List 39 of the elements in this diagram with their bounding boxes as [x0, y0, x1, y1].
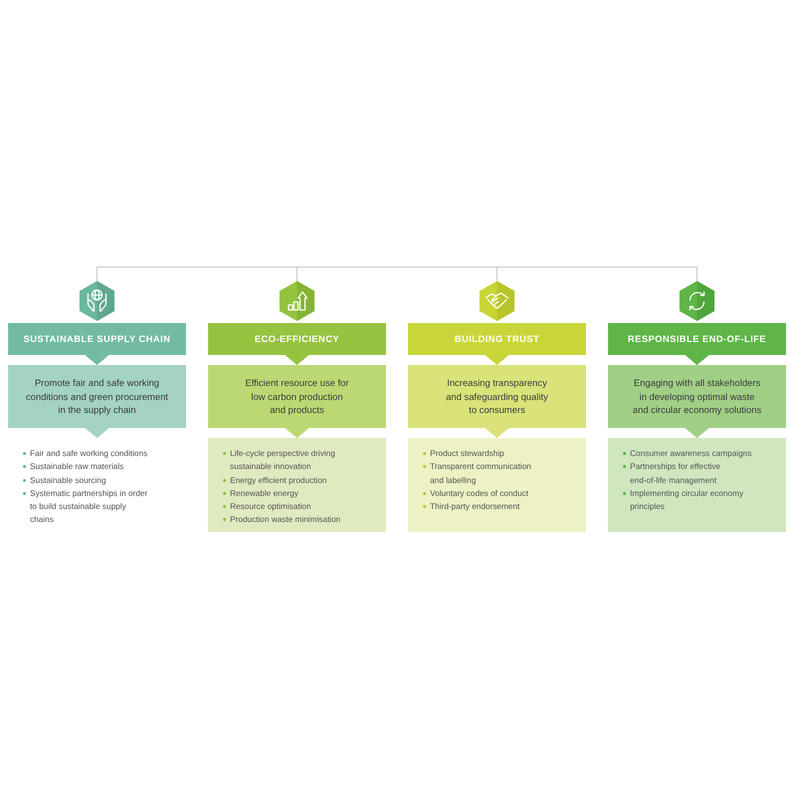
- bullet-text: Voluntary codes of conduct: [430, 488, 528, 500]
- pointer-arrow: [85, 354, 109, 366]
- bullet-text: Consumer awareness campaigns: [630, 448, 752, 460]
- section-header: SUSTAINABLE SUPPLY CHAIN: [8, 323, 186, 355]
- handshake-icon: [479, 281, 515, 321]
- bullet-text: Production waste minimisation: [230, 514, 341, 526]
- connector-line: [296, 266, 498, 282]
- bullet-text: Systematic partnerships in order to build sustainable supply chains: [30, 488, 148, 526]
- bullet-text: Fair and safe working conditions: [30, 448, 148, 460]
- bullet-text: Energy efficient production: [230, 474, 327, 487]
- bullet-text: Resource optimisation: [230, 501, 312, 514]
- pointer-arrow: [485, 354, 509, 366]
- bullet-text: Renewable energy: [230, 488, 298, 500]
- connector-line: [96, 266, 298, 282]
- pointer-arrow: [85, 428, 109, 438]
- pointer-arrow: [285, 428, 309, 438]
- circular-arrows-icon: [679, 281, 715, 321]
- bullet-list-panel: [208, 438, 386, 532]
- section-header: BUILDING TRUST: [408, 323, 586, 355]
- connector-line: [496, 266, 698, 282]
- description-panel: Engaging with all stakeholders in developing optimal waste and circular economy solutions: [608, 365, 786, 428]
- bullet-text: Implementing circular economy principles: [630, 488, 744, 514]
- pointer-arrow: [685, 354, 709, 366]
- bullet-list-panel: [408, 438, 586, 532]
- hands-globe-icon: [79, 281, 115, 321]
- pointer-arrow: [285, 354, 309, 366]
- bullet-text: Sustainable sourcing: [30, 474, 106, 487]
- pointer-arrow: [685, 428, 709, 438]
- pointer-arrow: [485, 428, 509, 438]
- description-panel: Promote fair and safe working conditions and green procurement in the supply chain: [8, 365, 186, 428]
- section-header: RESPONSIBLE END-OF-LIFE: [608, 323, 786, 355]
- section-header: ECO-EFFICIENCY: [208, 323, 386, 355]
- bullet-text: Sustainable raw materials: [30, 461, 124, 474]
- description-panel: Increasing transparency and safeguarding quality to consumers: [408, 365, 586, 428]
- bullet-text: Product stewardship: [430, 448, 504, 460]
- bar-chart-arrow-icon: [279, 281, 315, 321]
- bullet-list-panel: [608, 438, 786, 532]
- bullet-text: Third-party endorsement: [430, 501, 520, 514]
- description-panel: Efficient resource use for low carbon production and products: [208, 365, 386, 428]
